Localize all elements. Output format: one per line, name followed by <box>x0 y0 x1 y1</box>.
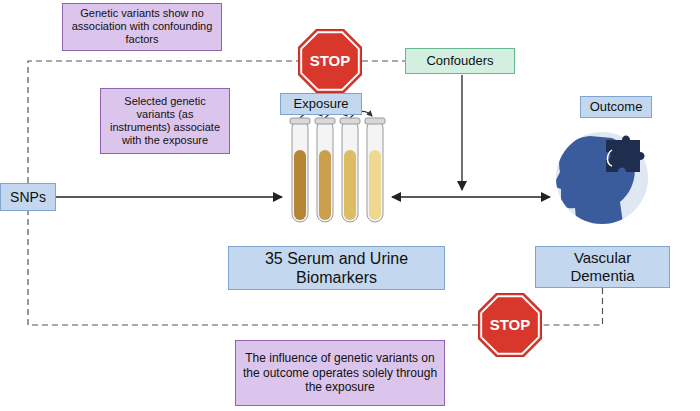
node-text: Outcome <box>590 99 643 115</box>
stop-sign: STOP <box>478 293 542 357</box>
dashed-connector <box>542 288 603 325</box>
node-text: 35 Serum and Urine Biomarkers <box>235 249 438 287</box>
assumption-note: Genetic variants show no association wit… <box>62 3 222 51</box>
assumption-note: Selected genetic variants (as instrument… <box>100 88 230 154</box>
node-text: The influence of genetic variants on the… <box>242 351 438 394</box>
stop-sign: STOP <box>298 29 362 93</box>
node-text: Vascular Dementia <box>542 249 663 285</box>
test-tubes-icon <box>290 111 385 222</box>
label-box: Outcome <box>580 96 652 118</box>
exposure-box: 35 Serum and Urine Biomarkers <box>228 246 445 290</box>
outcome-box: Vascular Dementia <box>535 246 670 288</box>
confounder-box: Confouders <box>405 48 515 74</box>
causal-arrow <box>56 196 282 197</box>
dashed-connector <box>28 61 298 183</box>
node-text: Confouders <box>426 53 493 69</box>
node-text: Exposure <box>294 96 349 112</box>
instrument-box: SNPs <box>0 183 56 211</box>
head-puzzle-icon <box>553 132 648 230</box>
dashed-connector <box>362 60 405 61</box>
association-arrow <box>392 196 550 197</box>
confounder-arrow <box>461 75 462 190</box>
assumption-note: The influence of genetic variants on the… <box>235 340 445 406</box>
stop-text: STOP <box>490 316 531 334</box>
node-text: Genetic variants show no association wit… <box>69 7 215 47</box>
node-text: SNPs <box>10 189 46 206</box>
node-text: Selected genetic variants (as instrument… <box>107 95 223 148</box>
dashed-connector <box>28 211 478 325</box>
label-box: Exposure <box>280 93 362 115</box>
stop-text: STOP <box>310 52 351 70</box>
